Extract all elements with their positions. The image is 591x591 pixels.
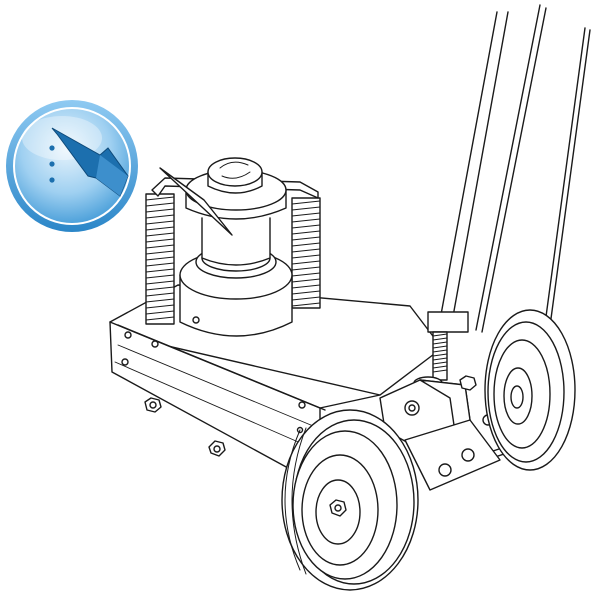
cylinder — [179, 157, 293, 337]
axle-bracket — [404, 419, 501, 491]
bolt-front-2 — [208, 440, 226, 457]
lubrication-callout — [6, 100, 138, 232]
rear-wheel — [484, 309, 576, 471]
callout-pointer — [159, 167, 233, 236]
spring-left — [145, 193, 175, 325]
lubrication-oil-icon — [49, 127, 129, 197]
front-wheel — [281, 409, 419, 591]
spring-right — [291, 197, 321, 309]
bolt-front-1 — [144, 397, 162, 413]
